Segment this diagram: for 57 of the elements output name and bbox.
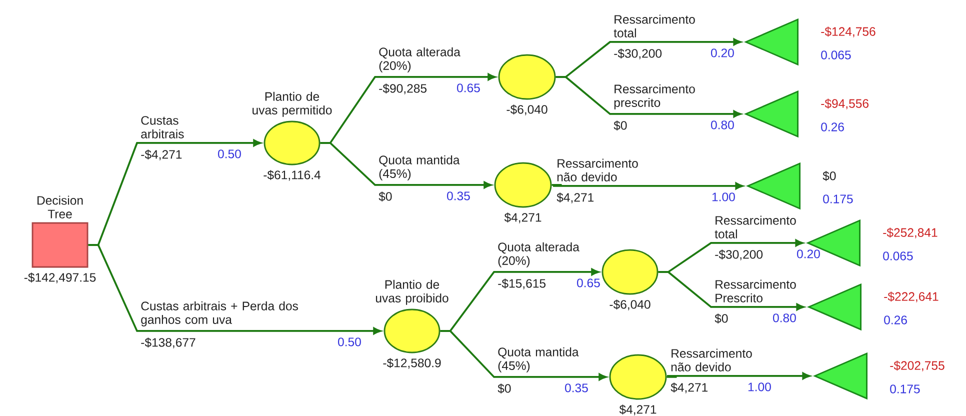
branch-label: Custas arbitrais + Perda dos ganhos com uva: [141, 301, 298, 326]
branch-label: Ressarcimento total: [614, 14, 695, 38]
probability-label: 0.065: [821, 50, 851, 60]
branch-value: $4,271: [556, 192, 594, 204]
node-value: -$6,040: [506, 104, 548, 116]
arrow: [666, 372, 810, 380]
branch-label: Ressarcimento prescrito: [614, 84, 695, 110]
branch-value: -$30,200: [715, 250, 763, 260]
branch-label: Quota mantida (45%): [379, 155, 460, 180]
payoff-value: -$222,641: [884, 292, 938, 302]
probability-label: 0.50: [218, 150, 241, 158]
node-value: -$61,116.4: [264, 170, 321, 181]
branch-value: $0: [714, 314, 728, 324]
arrow: [88, 244, 382, 335]
branch-label: Quota mantida (45%): [498, 347, 579, 372]
arrow: [658, 271, 804, 311]
arrow: [556, 76, 742, 118]
branch-label: Ressarcimento total: [714, 216, 796, 238]
branch-value: -$90,285: [379, 84, 427, 94]
node-value: -$6,040: [610, 300, 650, 310]
payoff-value: -$252,841: [883, 228, 938, 238]
probability-label: 1.00: [748, 382, 771, 392]
branch-label: Quota alterada (20%): [498, 242, 580, 268]
arrow: [320, 142, 492, 189]
arrow: [440, 330, 607, 381]
branch-value: $0: [378, 192, 392, 202]
branch-label: Ressarcimento Prescrito: [716, 280, 796, 302]
branch-value: -$15,615: [498, 278, 546, 290]
node-heading: Plantio de uvas permitido: [252, 92, 332, 117]
probability-label: 0.065: [883, 252, 913, 260]
probability-label: 0.20: [797, 250, 820, 258]
branch-value: $4,271: [670, 382, 708, 394]
branch-value: -$30,200: [614, 48, 662, 60]
probability-label: 0.26: [884, 316, 907, 324]
node-value: $4,271: [504, 212, 542, 224]
branch-label: Ressarcimento não devido: [671, 348, 752, 372]
node-heading: Plantio de uvas proibido: [376, 280, 448, 305]
branch-label: Ressarcimento não devido: [557, 158, 638, 182]
arrow: [552, 182, 744, 190]
probability-label: 0.175: [890, 384, 920, 394]
branch-value: -$138,677: [141, 338, 196, 348]
payoff-value: $0: [822, 171, 836, 181]
node-value: -$142,497.15: [24, 272, 96, 284]
branch-label: Quota alterada (20%): [379, 47, 460, 72]
branch-value: -$4,271: [141, 150, 182, 160]
node-value: -$12,580.9: [383, 358, 441, 369]
probability-label: 0.50: [338, 338, 361, 346]
probability-label: 0.26: [821, 122, 844, 132]
node-value: $4,271: [619, 404, 656, 416]
payoff-value: -$202,755: [890, 360, 944, 372]
node-heading: Decision Tree: [38, 196, 83, 218]
payoff-value: -$124,756: [821, 26, 876, 38]
probability-label: 0.175: [823, 194, 853, 204]
payoff-value: -$94,556: [821, 98, 868, 110]
branch-value: $0: [498, 384, 511, 394]
branch-label: Custas arbitrais: [141, 116, 184, 138]
branch-value: $0: [614, 120, 627, 131]
